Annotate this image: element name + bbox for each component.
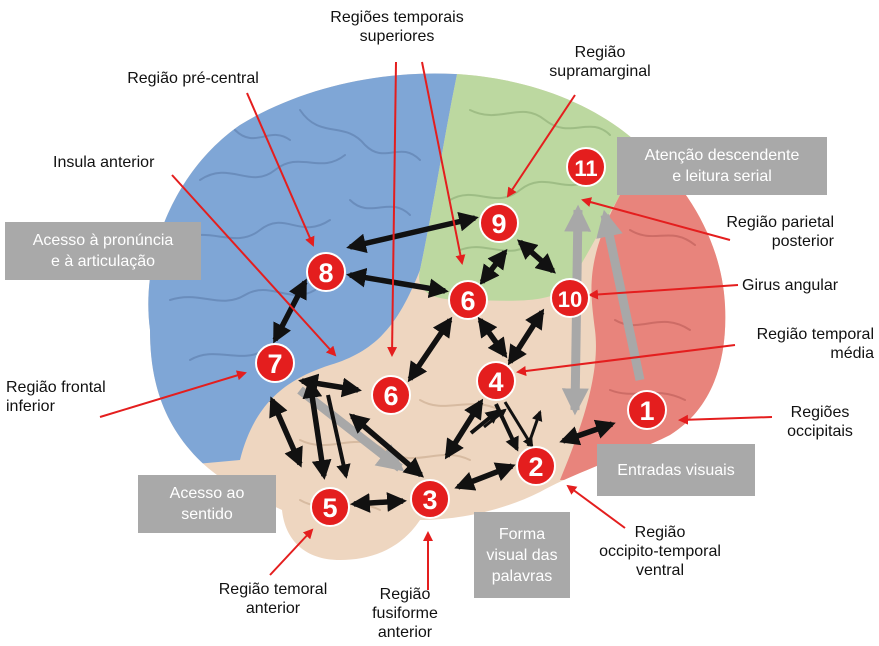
- label-fusiforme-anterior: Região fusiforme anterior: [355, 585, 455, 642]
- node-6-lower: 6: [372, 376, 410, 414]
- label-insula-anterior: Insula anterior: [53, 153, 154, 172]
- node-10: 10: [551, 279, 589, 317]
- label-temoral-anterior: Região temoral anterior: [198, 580, 348, 618]
- svg-text:5: 5: [322, 493, 337, 523]
- svg-text:3: 3: [422, 485, 437, 515]
- svg-text:9: 9: [491, 209, 506, 239]
- svg-text:11: 11: [574, 156, 597, 181]
- svg-text:6: 6: [460, 286, 475, 316]
- node-8: 8: [307, 253, 345, 291]
- label-temporal-media: Região temporal média: [712, 325, 874, 363]
- node-2: 2: [517, 447, 555, 485]
- svg-text:2: 2: [528, 452, 543, 482]
- box-entradas-visuais: Entradas visuais: [597, 444, 755, 496]
- svg-text:6: 6: [383, 381, 398, 411]
- node-9: 9: [480, 204, 518, 242]
- node-5: 5: [311, 488, 349, 526]
- label-occipito-temporal: Região occipito-temporal ventral: [585, 523, 735, 580]
- node-3: 3: [411, 480, 449, 518]
- label-supramarginal: Região supramarginal: [540, 43, 660, 81]
- label-occipitais: Regiões occipitais: [770, 403, 870, 441]
- svg-text:1: 1: [639, 396, 654, 426]
- label-girus-angular: Girus angular: [742, 276, 838, 295]
- node-4: 4: [477, 362, 515, 400]
- svg-text:10: 10: [558, 287, 582, 312]
- label-frontal-inferior: Região frontal inferior: [6, 378, 106, 416]
- svg-text:8: 8: [318, 258, 333, 288]
- node-11: 11: [567, 148, 605, 186]
- svg-text:7: 7: [267, 349, 282, 379]
- node-7: 7: [256, 344, 294, 382]
- node-6-upper: 6: [449, 281, 487, 319]
- label-pre-central: Região pré-central: [118, 69, 268, 88]
- svg-text:4: 4: [488, 367, 503, 397]
- label-parietal-posterior: Região parietal posterior: [690, 213, 834, 251]
- label-temporais-superiores: Regiões temporais superiores: [322, 8, 472, 46]
- node-1: 1: [628, 391, 666, 429]
